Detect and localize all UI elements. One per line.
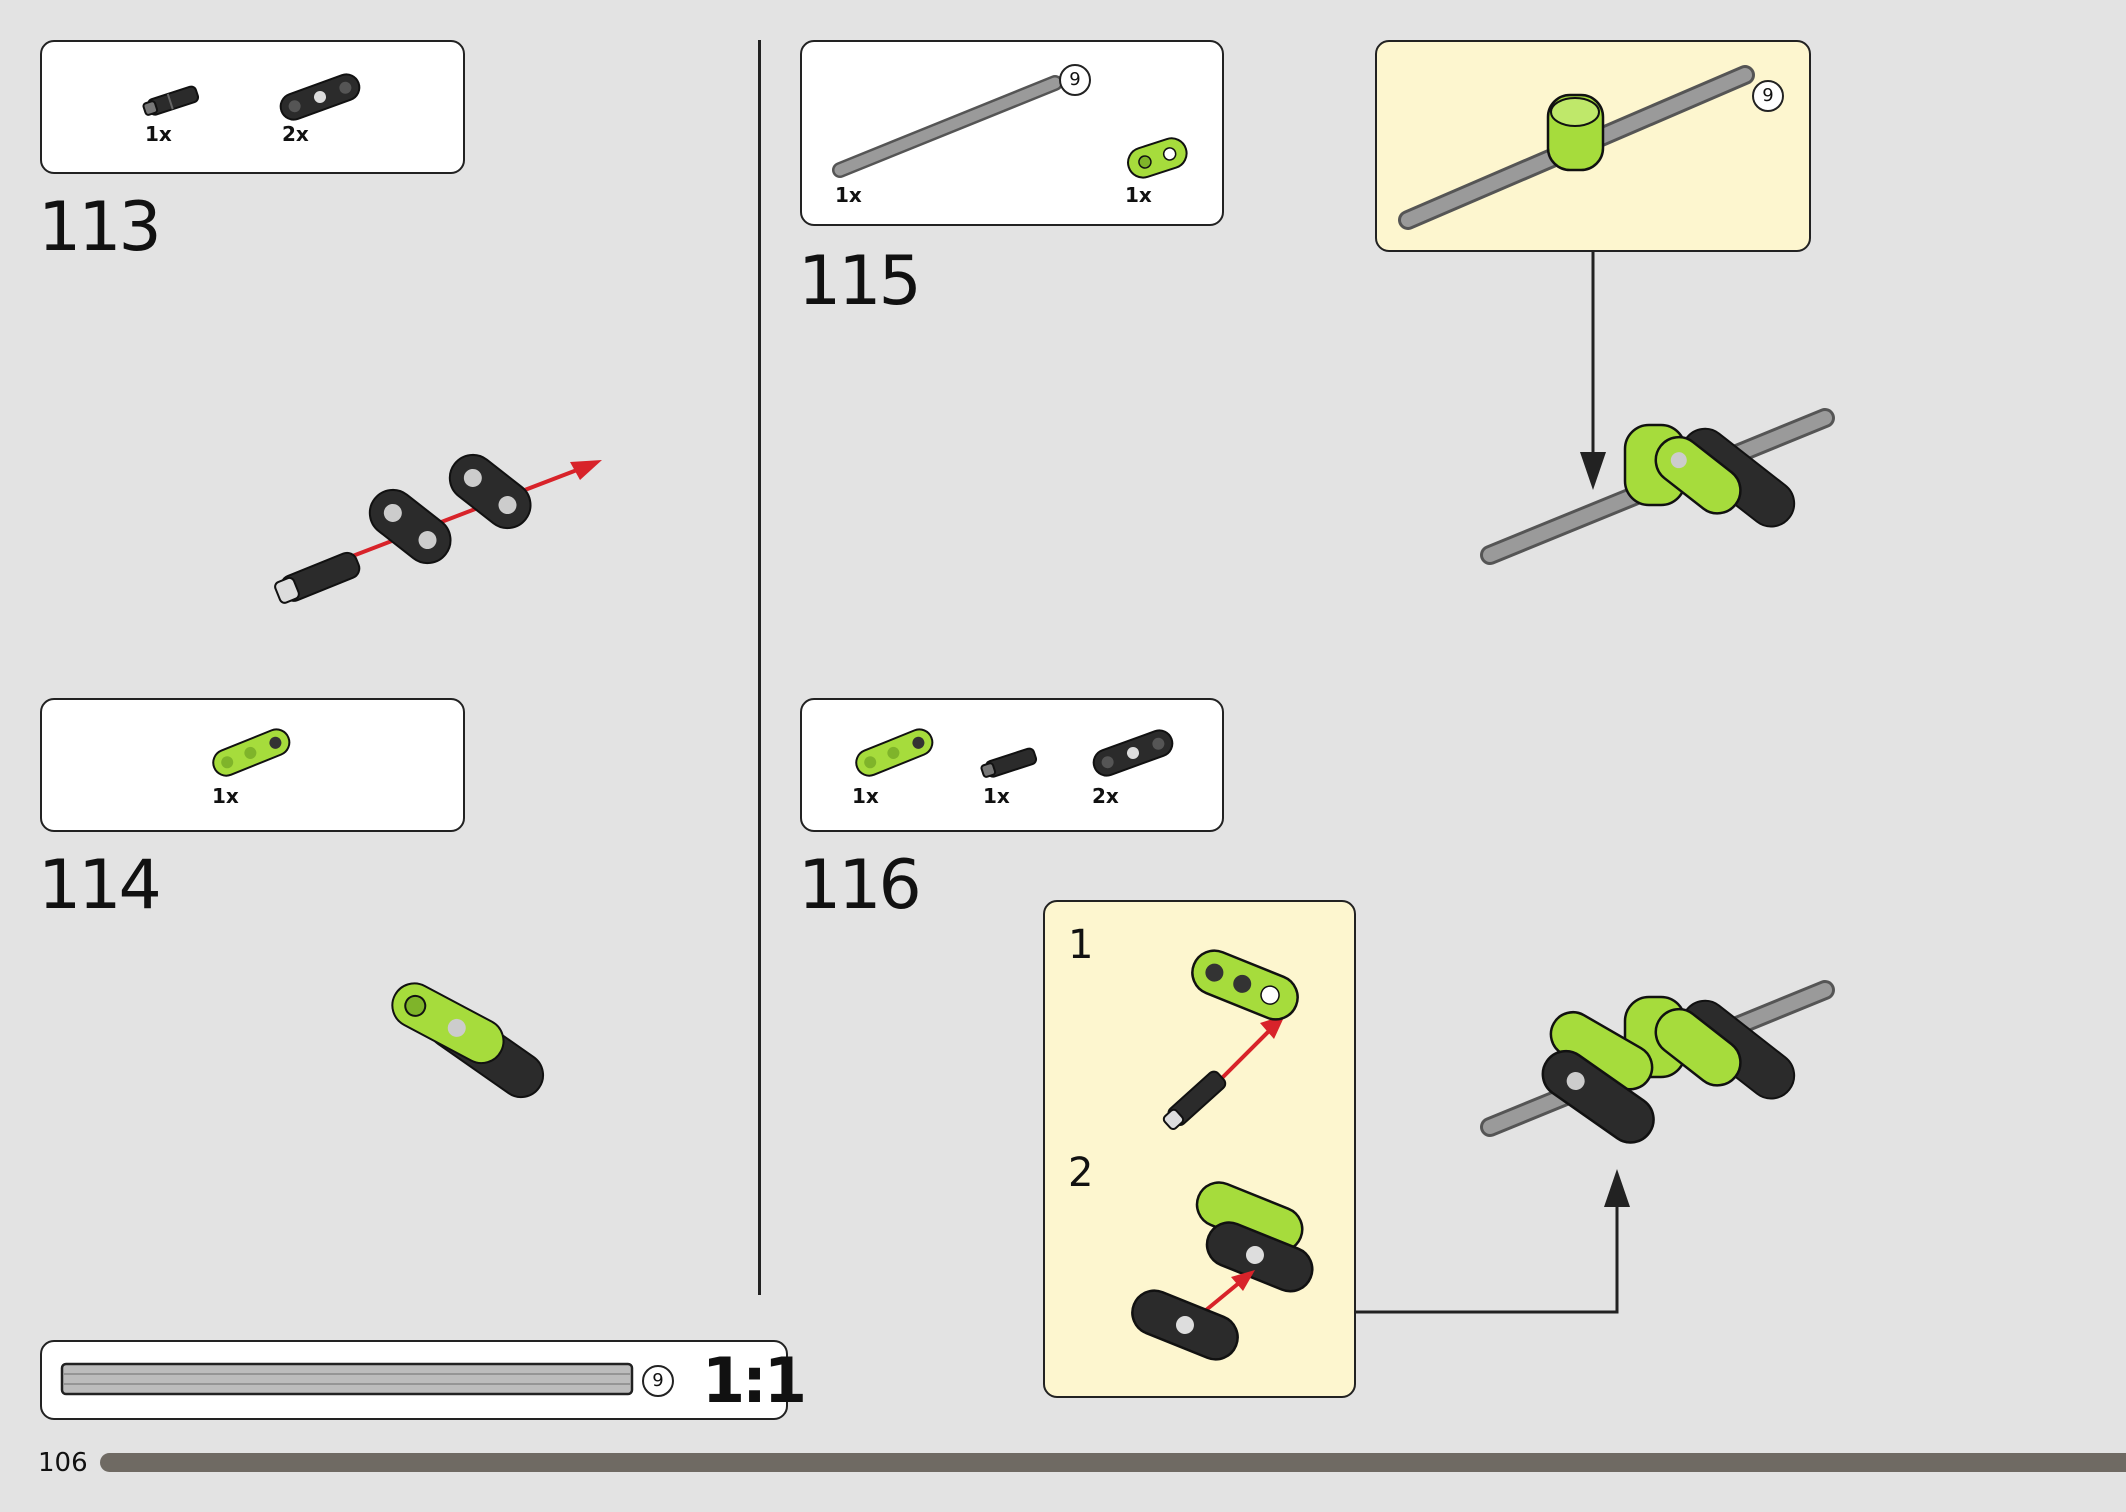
step-115-number: 115 (798, 242, 922, 321)
step-113-parts-box (40, 40, 465, 174)
dark-beam-icon (279, 73, 361, 121)
step-114-assembly-illustration (391, 982, 545, 1099)
lime-beam-icon (855, 728, 934, 777)
progress-bar (100, 1453, 2126, 1472)
dark-beam-icon (1092, 729, 1174, 777)
connector-peg-icon (980, 747, 1038, 778)
callout-connector-arrow (1580, 252, 1606, 490)
step-113-number: 113 (38, 188, 162, 267)
step-116-part-1-qty: 1x (852, 784, 879, 808)
step-115-assembly-illustration (1480, 408, 1835, 565)
step-115-parts-box (800, 40, 1224, 226)
lime-beam-icon (212, 728, 291, 777)
substep-2-number: 2 (1068, 1150, 1094, 1196)
connector-peg-icon (142, 85, 200, 116)
substep-1-illustration (1162, 949, 1299, 1131)
step-113-assembly-illustration (274, 453, 602, 604)
step-113-part-1-qty: 1x (145, 122, 172, 146)
substep-1-number: 1 (1068, 922, 1094, 968)
callout-116-connector-arrow (1355, 1169, 1630, 1314)
page-number: 106 (38, 1448, 88, 1478)
step-113-part-2-qty: 2x (282, 122, 309, 146)
step-116-part-3-qty: 2x (1092, 784, 1119, 808)
gray-axle-icon (832, 75, 1063, 178)
step-116-assembly-illustration (1480, 980, 1835, 1144)
step-115-part-1-qty: 1x (835, 183, 862, 207)
step-115-part-2-qty: 1x (1125, 183, 1152, 207)
lime-bushing-icon (1127, 137, 1188, 179)
substep-2-illustration (1131, 1181, 1314, 1361)
scale-axle-length-badge: 9 (642, 1365, 674, 1397)
scale-label: 1:1 (702, 1344, 807, 1417)
axle-length-badge: 9 (1059, 64, 1091, 96)
step-116-part-2-qty: 1x (983, 784, 1010, 808)
axle-scale-icon (60, 1362, 634, 1396)
step-114-part-1-qty: 1x (212, 784, 239, 808)
step-116-number: 116 (798, 846, 922, 925)
step-115-callout-illustration (1398, 65, 1755, 230)
step-114-number: 114 (38, 846, 162, 925)
callout-axle-length-badge: 9 (1752, 80, 1784, 112)
column-divider (758, 40, 761, 1295)
